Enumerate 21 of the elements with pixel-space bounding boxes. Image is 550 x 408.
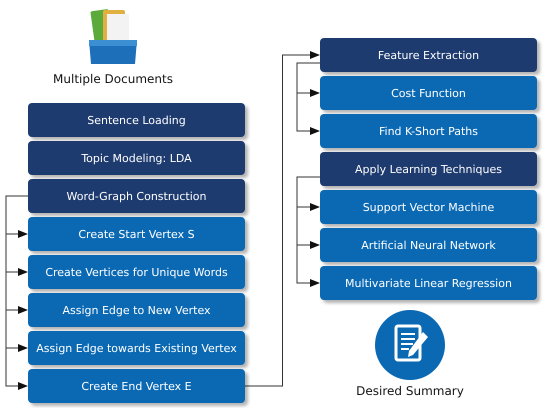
process-box: Assign Edge towards Existing Vertex: [28, 331, 245, 365]
process-box: Assign Edge to New Vertex: [28, 293, 245, 327]
connector-arrow: [6, 196, 28, 390]
process-box: Sentence Loading: [28, 103, 245, 137]
process-box: Artificial Neural Network: [320, 228, 537, 262]
process-box: Apply Learning Techniques: [320, 152, 537, 186]
figure-caption: Multiple Documents: [53, 72, 173, 86]
process-box: Feature Extraction: [320, 38, 537, 72]
connector-arrow: [244, 51, 320, 386]
process-box: Multivariate Linear Regression: [320, 266, 537, 300]
process-box: Support Vector Machine: [320, 190, 537, 224]
process-box: Find K-Short Paths: [320, 114, 537, 148]
connector-arrow: [296, 176, 320, 287]
process-box: Create Vertices for Unique Words: [28, 255, 245, 289]
connector-arrow: [296, 62, 320, 135]
process-box: Cost Function: [320, 76, 537, 110]
process-box: Create Start Vertex S: [28, 217, 245, 251]
figure-caption: Desired Summary: [356, 384, 464, 398]
process-box: Create End Vertex E: [28, 369, 245, 403]
process-box: Word-Graph Construction: [28, 179, 245, 213]
process-box: Topic Modeling: LDA: [28, 141, 245, 175]
